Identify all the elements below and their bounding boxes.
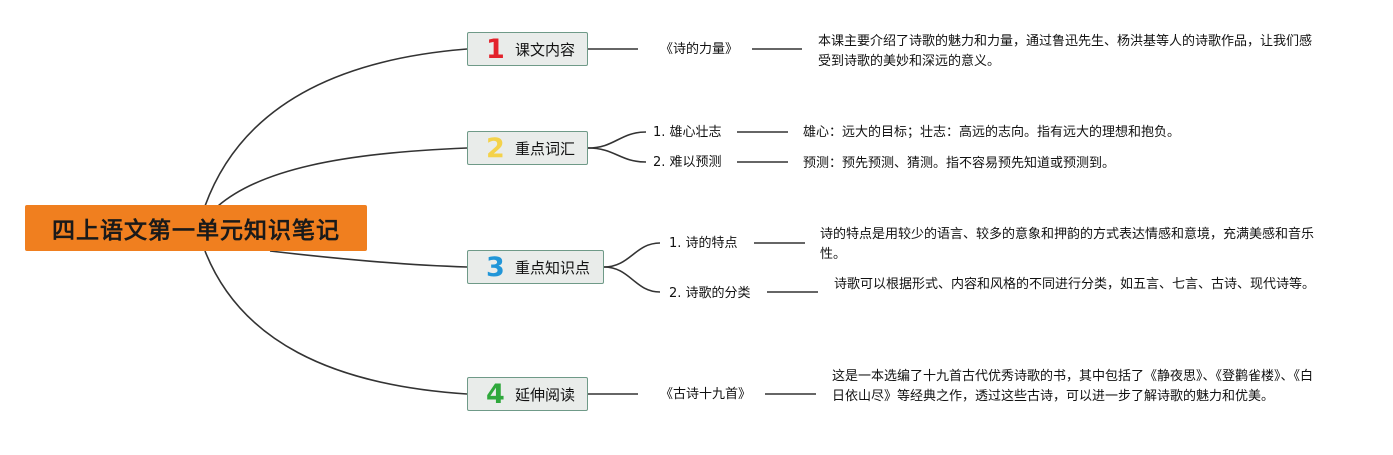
- topic-3-branch-line-1: [603, 242, 661, 268]
- number-2-icon: 2: [486, 132, 505, 164]
- topic-3-label: 重点知识点: [515, 258, 591, 277]
- topic-2-branch-line-2: [587, 147, 647, 163]
- topic-3-item-2[interactable]: 2. 诗歌的分类: [669, 286, 751, 301]
- topic-1-item-1-note: 本课主要介绍了诗歌的魅力和力量，通过鲁迅先生、杨洪基等人的诗歌作品，让我们感受到…: [818, 34, 1313, 69]
- number-4-icon: 4: [486, 378, 505, 410]
- topic-3-item-1[interactable]: 1. 诗的特点: [669, 236, 738, 251]
- topic-2-item-1-note: 雄心：远大的目标；壮志：高远的志向。指有远大的理想和抱负。: [803, 125, 1181, 140]
- root-title: 四上语文第一单元知识笔记: [52, 218, 340, 244]
- root-topic[interactable]: 四上语文第一单元知识笔记: [25, 205, 367, 251]
- topic-4[interactable]: 4 延伸阅读: [467, 377, 588, 411]
- topic-2-item-2-note: 预测：预先预测、猜测。指不容易预先知道或预测到。: [803, 156, 1116, 171]
- root-to-topic-4-line: [204, 250, 468, 395]
- topic-2-label: 重点词汇: [515, 139, 576, 158]
- topic-2-item-2[interactable]: 2. 难以预测: [653, 155, 722, 170]
- topic-1-item-1[interactable]: 《诗的力量》: [660, 42, 739, 57]
- root-to-topic-1-line: [204, 48, 468, 207]
- number-3-icon: 3: [486, 251, 505, 283]
- topic-2[interactable]: 2 重点词汇: [467, 131, 588, 165]
- topic-4-item-1-note: 这是一本选编了十九首古代优秀诗歌的书，其中包括了《静夜思》、《登鹳雀楼》、《白日…: [832, 369, 1314, 404]
- topic-3[interactable]: 3 重点知识点: [467, 250, 604, 284]
- topic-1[interactable]: 1 课文内容: [467, 32, 588, 66]
- topic-4-label: 延伸阅读: [515, 385, 576, 404]
- number-1-icon: 1: [486, 33, 505, 65]
- topic-3-item-2-note: 诗歌可以根据形式、内容和风格的不同进行分类，如五言、七言、古诗、现代诗等。: [834, 277, 1316, 292]
- topic-2-branch-line-1: [587, 131, 647, 149]
- topic-4-item-1[interactable]: 《古诗十九首》: [660, 387, 752, 402]
- root-to-topic-3-line: [269, 250, 468, 268]
- topic-3-item-1-note: 诗的特点是用较少的语言、较多的意象和押韵的方式表达情感和意境，充满美感和音乐性。: [820, 227, 1315, 262]
- topic-1-label: 课文内容: [515, 40, 576, 59]
- root-to-topic-2-line: [217, 147, 468, 207]
- topic-2-item-1[interactable]: 1. 雄心壮志: [653, 125, 722, 140]
- topic-3-branch-line-2: [603, 266, 661, 293]
